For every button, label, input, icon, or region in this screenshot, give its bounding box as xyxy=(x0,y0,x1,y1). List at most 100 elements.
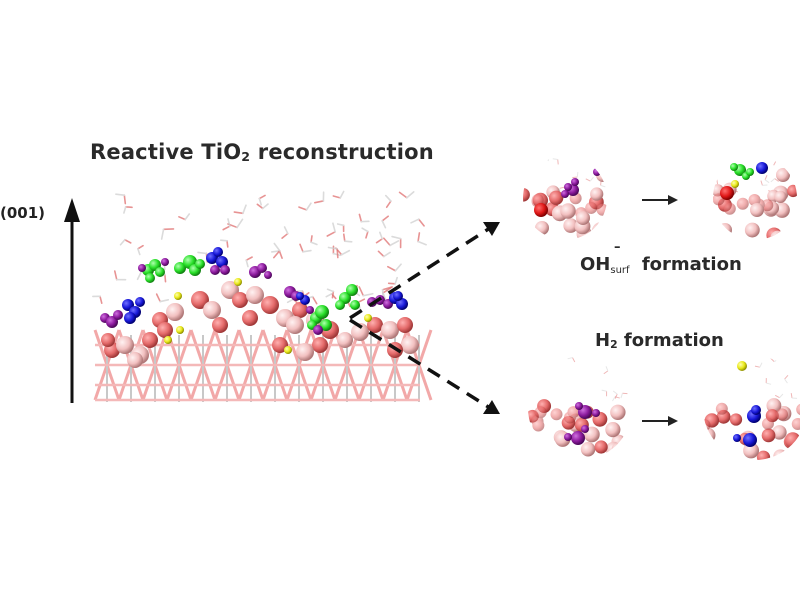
atom xyxy=(731,180,739,188)
atom xyxy=(743,433,757,447)
water-molecule xyxy=(532,156,538,164)
atom xyxy=(166,303,184,321)
atom xyxy=(703,419,711,432)
surface-atoms xyxy=(100,247,419,368)
atom xyxy=(191,291,209,309)
water-molecule xyxy=(342,233,353,243)
water-molecule xyxy=(256,203,269,210)
atom xyxy=(564,433,572,441)
atom xyxy=(135,297,145,307)
water-molecule xyxy=(245,256,253,268)
atom xyxy=(195,259,205,269)
released-h-atom xyxy=(737,361,747,371)
panel-oh-after xyxy=(713,156,797,240)
atom xyxy=(142,332,158,348)
water-molecule xyxy=(137,244,144,256)
atom xyxy=(535,221,549,235)
water-molecule xyxy=(358,286,374,297)
atom xyxy=(203,301,221,319)
atom xyxy=(320,319,332,331)
atom xyxy=(596,203,607,216)
water-molecule xyxy=(381,215,389,229)
water-molecule xyxy=(119,238,132,246)
water-molecule xyxy=(603,366,609,375)
atom xyxy=(718,223,732,237)
atom xyxy=(292,302,308,318)
water-molecule xyxy=(92,295,103,305)
panel-h2-after xyxy=(703,356,800,460)
atom xyxy=(744,222,760,238)
figure-title: Reactive TiO2 reconstruction xyxy=(90,140,434,164)
atom xyxy=(756,162,768,174)
atom xyxy=(776,168,790,182)
water-molecule xyxy=(281,226,289,239)
atom xyxy=(155,267,165,277)
atom xyxy=(124,312,136,324)
water-molecule xyxy=(314,191,325,204)
water-molecule xyxy=(765,378,772,385)
atom xyxy=(531,193,544,206)
water-molecule xyxy=(326,288,335,299)
atom xyxy=(174,262,186,274)
atom xyxy=(720,186,734,200)
water-molecule xyxy=(178,213,191,221)
water-molecule xyxy=(160,228,175,240)
water-molecule xyxy=(601,389,608,397)
atom xyxy=(234,278,242,286)
atom xyxy=(563,218,578,233)
atom xyxy=(335,300,345,310)
water-molecule xyxy=(539,357,547,364)
water-molecule xyxy=(754,362,763,368)
atom xyxy=(592,222,607,237)
atom xyxy=(591,224,606,238)
water-molecule xyxy=(387,263,402,272)
atom xyxy=(164,336,172,344)
atom xyxy=(296,292,304,300)
water-molecule xyxy=(273,242,281,259)
atom xyxy=(743,442,760,459)
atom xyxy=(599,156,607,163)
atom xyxy=(401,336,419,354)
atom xyxy=(784,225,797,240)
reaction-arrow-icon xyxy=(642,195,678,205)
atom xyxy=(730,163,738,171)
atom xyxy=(703,444,713,458)
water-molecule xyxy=(384,194,392,209)
atom xyxy=(534,406,547,419)
atom xyxy=(761,428,776,443)
water-molecule xyxy=(552,158,559,165)
atom xyxy=(796,403,800,416)
atom xyxy=(312,337,328,353)
reaction-arrow-icon xyxy=(642,416,678,426)
atom xyxy=(523,188,530,202)
atom xyxy=(210,265,220,275)
atom xyxy=(773,449,788,460)
water-molecule xyxy=(326,222,336,237)
atom xyxy=(116,336,134,354)
water-molecule xyxy=(790,393,798,399)
water-molecule xyxy=(760,180,768,186)
atom xyxy=(101,333,115,347)
atom xyxy=(791,417,800,430)
atom xyxy=(127,352,143,368)
atom xyxy=(611,442,625,456)
water-molecule xyxy=(398,191,415,199)
atom xyxy=(161,258,169,266)
atom xyxy=(567,406,580,419)
atom xyxy=(580,442,596,457)
atom xyxy=(723,202,736,215)
atom xyxy=(575,402,583,410)
atom xyxy=(576,211,590,225)
atom xyxy=(772,425,787,440)
axis-label-001: (001) xyxy=(0,204,46,222)
atom xyxy=(774,190,787,204)
water-molecule xyxy=(391,235,402,249)
atom xyxy=(592,156,600,162)
atom xyxy=(261,296,279,314)
water-molecule xyxy=(298,202,312,211)
atom xyxy=(296,343,314,361)
water-molecule xyxy=(601,156,607,162)
atom xyxy=(593,168,601,176)
atom xyxy=(138,264,146,272)
